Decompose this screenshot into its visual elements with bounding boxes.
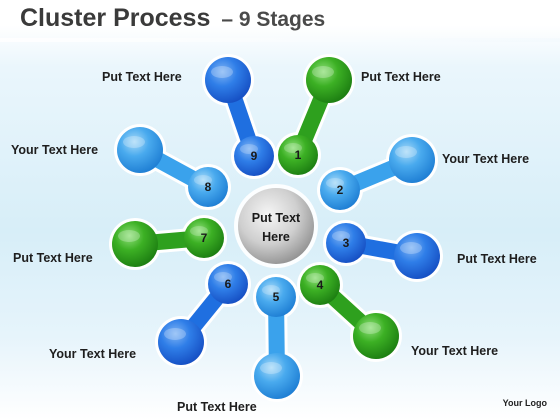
stage-1-number: 1 (295, 148, 302, 162)
stage-4-label: Your Text Here (411, 344, 499, 358)
stage-2-dumbbell: 2 (317, 134, 438, 213)
title-band (0, 38, 560, 42)
stage-7-dumbbell: 7 (109, 215, 227, 270)
stage-5-label: Put Text Here (177, 400, 257, 414)
logo-text: Your Logo (502, 398, 547, 408)
stage-7-inner-bulb (184, 218, 224, 258)
stage-8-outer-bulb (117, 127, 163, 173)
stage-7-outer-bulb (112, 221, 158, 267)
stage-9-number: 9 (251, 149, 258, 163)
stage-6-label: Your Text Here (49, 347, 137, 361)
stage-3-label: Put Text Here (457, 252, 537, 266)
stage-5-inner-bulb (256, 277, 296, 317)
stage-4-outer-bulb (353, 313, 399, 359)
stage-8-dumbbell: 8 (114, 124, 231, 210)
subtitle-text: – 9 Stages (221, 8, 326, 31)
stage-2-inner-bulb (320, 170, 360, 210)
stage-3-outer-bulb (394, 233, 440, 279)
stage-2-number: 2 (337, 183, 344, 197)
stage-9-label: Put Text Here (102, 70, 182, 84)
title-text: Cluster Process (20, 4, 211, 32)
stage-1-dumbbell: 1 (275, 54, 355, 178)
stage-6-outer-bulb (158, 319, 204, 365)
stage-5-outer-bulb (254, 353, 300, 399)
stage-4-dumbbell: 4 (297, 262, 402, 362)
center-circle: Put Text Here (234, 184, 318, 268)
stage-3-inner-bulb (326, 223, 366, 263)
stage-1-outer-bulb (306, 57, 352, 103)
stage-9-inner-bulb (234, 136, 274, 176)
stage-4-inner-bulb (300, 265, 340, 305)
stage-9-outer-bulb (205, 57, 251, 103)
stage-8-label: Your Text Here (11, 143, 99, 157)
page-title: Cluster Process – 9 Stages (20, 4, 325, 33)
stage-6-inner-bulb (208, 264, 248, 304)
stage-6-number: 6 (225, 277, 232, 291)
stage-8-inner-bulb (188, 167, 228, 207)
center-text-line2: Here (262, 230, 290, 244)
stage-5-dumbbell: 5 (251, 274, 303, 402)
stage-7-number: 7 (201, 231, 208, 245)
stage-1-inner-bulb (278, 135, 318, 175)
stage-4-number: 4 (317, 278, 324, 292)
stage-7-label: Put Text Here (13, 251, 93, 265)
stage-5-number: 5 (273, 290, 280, 304)
stage-2-outer-bulb (389, 137, 435, 183)
stage-3-dumbbell: 3 (323, 220, 443, 282)
stage-6-dumbbell: 6 (155, 261, 251, 368)
center-text-line1: Put Text (252, 211, 301, 225)
stage-3-number: 3 (343, 236, 350, 250)
stage-9-dumbbell: 9 (202, 54, 277, 179)
stage-8-number: 8 (205, 180, 212, 194)
stage-1-label: Put Text Here (361, 70, 441, 84)
stage-2-label: Your Text Here (442, 152, 530, 166)
